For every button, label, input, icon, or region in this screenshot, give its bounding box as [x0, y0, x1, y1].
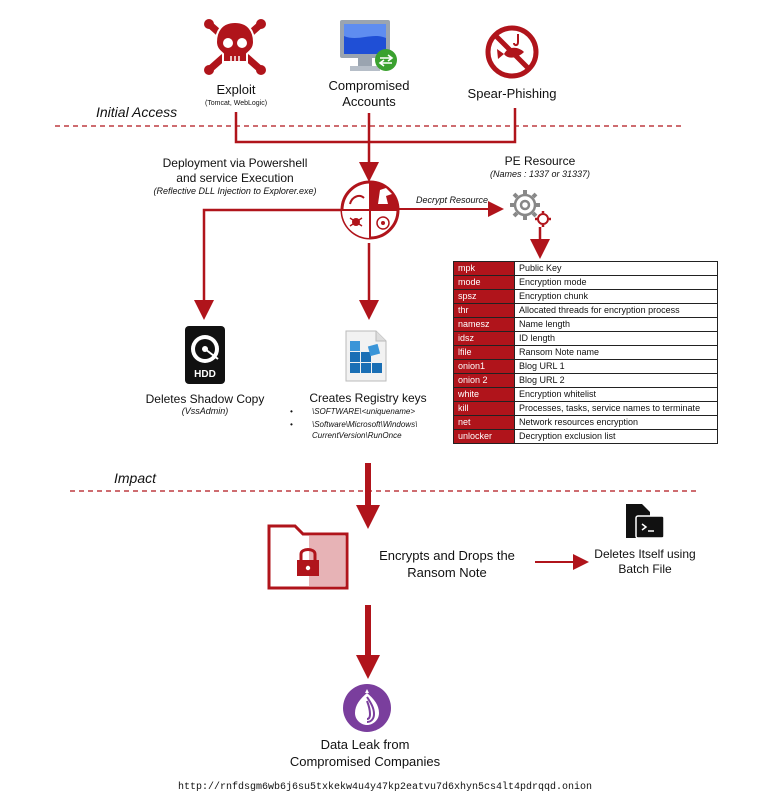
pe-resource-sublabel: (Names : 1337 or 31337): [489, 169, 591, 179]
config-key: mode: [453, 275, 515, 290]
phishing-label: Spear-Phishing: [467, 86, 557, 101]
registry-bullet-dot-2: •: [290, 420, 293, 429]
deployment-sublabel: (Reflective DLL Injection to Explorer.ex…: [153, 186, 317, 196]
locked-folder-icon: [267, 524, 349, 590]
monitor-icon: [340, 20, 397, 71]
config-key: onion1: [453, 359, 515, 374]
onion-url[interactable]: http://rnfdsgm6wb6j6su5txkekw4u4y47kp2ea…: [177, 782, 593, 793]
deployment-line2: and service Execution: [176, 171, 294, 185]
deployment-line1: Deployment via Powershell: [162, 156, 308, 170]
config-key: namesz: [453, 317, 515, 332]
registry-title: Creates Registry keys: [309, 391, 427, 405]
gear-icon: [510, 190, 551, 227]
config-value: Decryption exclusion list: [514, 429, 718, 444]
hdd-text: HDD: [194, 369, 216, 380]
encrypt-line1: Encrypts and Drops the: [379, 548, 515, 563]
accounts-label-line2: Accounts: [342, 94, 396, 109]
config-value: Public Key: [514, 261, 718, 276]
accounts-label-line1: Compromised: [328, 78, 410, 93]
config-key: lfile: [453, 345, 515, 360]
registry-key-2-line2: CurrentVersion\RunOnce: [312, 431, 402, 440]
config-key: unlocker: [453, 429, 515, 444]
registry-icon: [345, 330, 387, 382]
pe-resource-title: PE Resource: [504, 154, 576, 168]
config-key: spsz: [453, 289, 515, 304]
exploit-sublabel: (Tomcat, WebLogic): [204, 100, 268, 107]
hdd-icon: HDD: [185, 326, 225, 384]
registry-bullet-dot-1: •: [290, 407, 293, 416]
exploit-label: Exploit: [216, 82, 256, 97]
config-value: Allocated threads for encryption process: [514, 303, 718, 318]
config-value: Encryption whitelist: [514, 387, 718, 402]
encrypt-line2: Ransom Note: [407, 565, 487, 580]
delete-self-line1: Deletes Itself using: [594, 547, 696, 561]
registry-key-2-line1: \Software\Microsoft\Windows\: [312, 420, 418, 429]
phase-impact: Impact: [114, 470, 157, 486]
shadow-copy-sublabel: (VssAdmin): [181, 406, 229, 416]
config-key: idsz: [453, 331, 515, 346]
config-key: onion 2: [453, 373, 515, 388]
sources-merge-line: [234, 108, 517, 144]
config-value: Ransom Note name: [514, 345, 718, 360]
registry-key-1: \SOFTWARE\<uniquename>: [312, 407, 416, 416]
delete-self-line2: Batch File: [618, 562, 672, 576]
config-value: Encryption chunk: [514, 289, 718, 304]
batch-file-icon: [626, 504, 665, 539]
shadow-copy-title: Deletes Shadow Copy: [145, 392, 265, 406]
config-key: white: [453, 387, 515, 402]
config-value: Processes, tasks, service names to termi…: [514, 401, 718, 416]
config-key: net: [453, 415, 515, 430]
leak-line2: Compromised Companies: [289, 754, 441, 769]
config-value: ID length: [514, 331, 718, 346]
config-value: Encryption mode: [514, 275, 718, 290]
phishing-icon: [485, 25, 539, 79]
config-key: kill: [453, 401, 515, 416]
config-value: Blog URL 1: [514, 359, 718, 374]
payload-icon: [340, 180, 400, 240]
arrow-to-shadow-copy: [194, 208, 344, 320]
config-value: Network resources encryption: [514, 415, 718, 430]
skull-icon: [204, 19, 266, 75]
tor-onion-icon: [343, 684, 391, 732]
leak-line1: Data Leak from: [320, 737, 410, 752]
decrypt-resource-label: Decrypt Resource: [415, 195, 489, 205]
config-value: Name length: [514, 317, 718, 332]
config-value: Blog URL 2: [514, 373, 718, 388]
phase-initial-access: Initial Access: [96, 104, 178, 120]
config-key: mpk: [453, 261, 515, 276]
config-key: thr: [453, 303, 515, 318]
